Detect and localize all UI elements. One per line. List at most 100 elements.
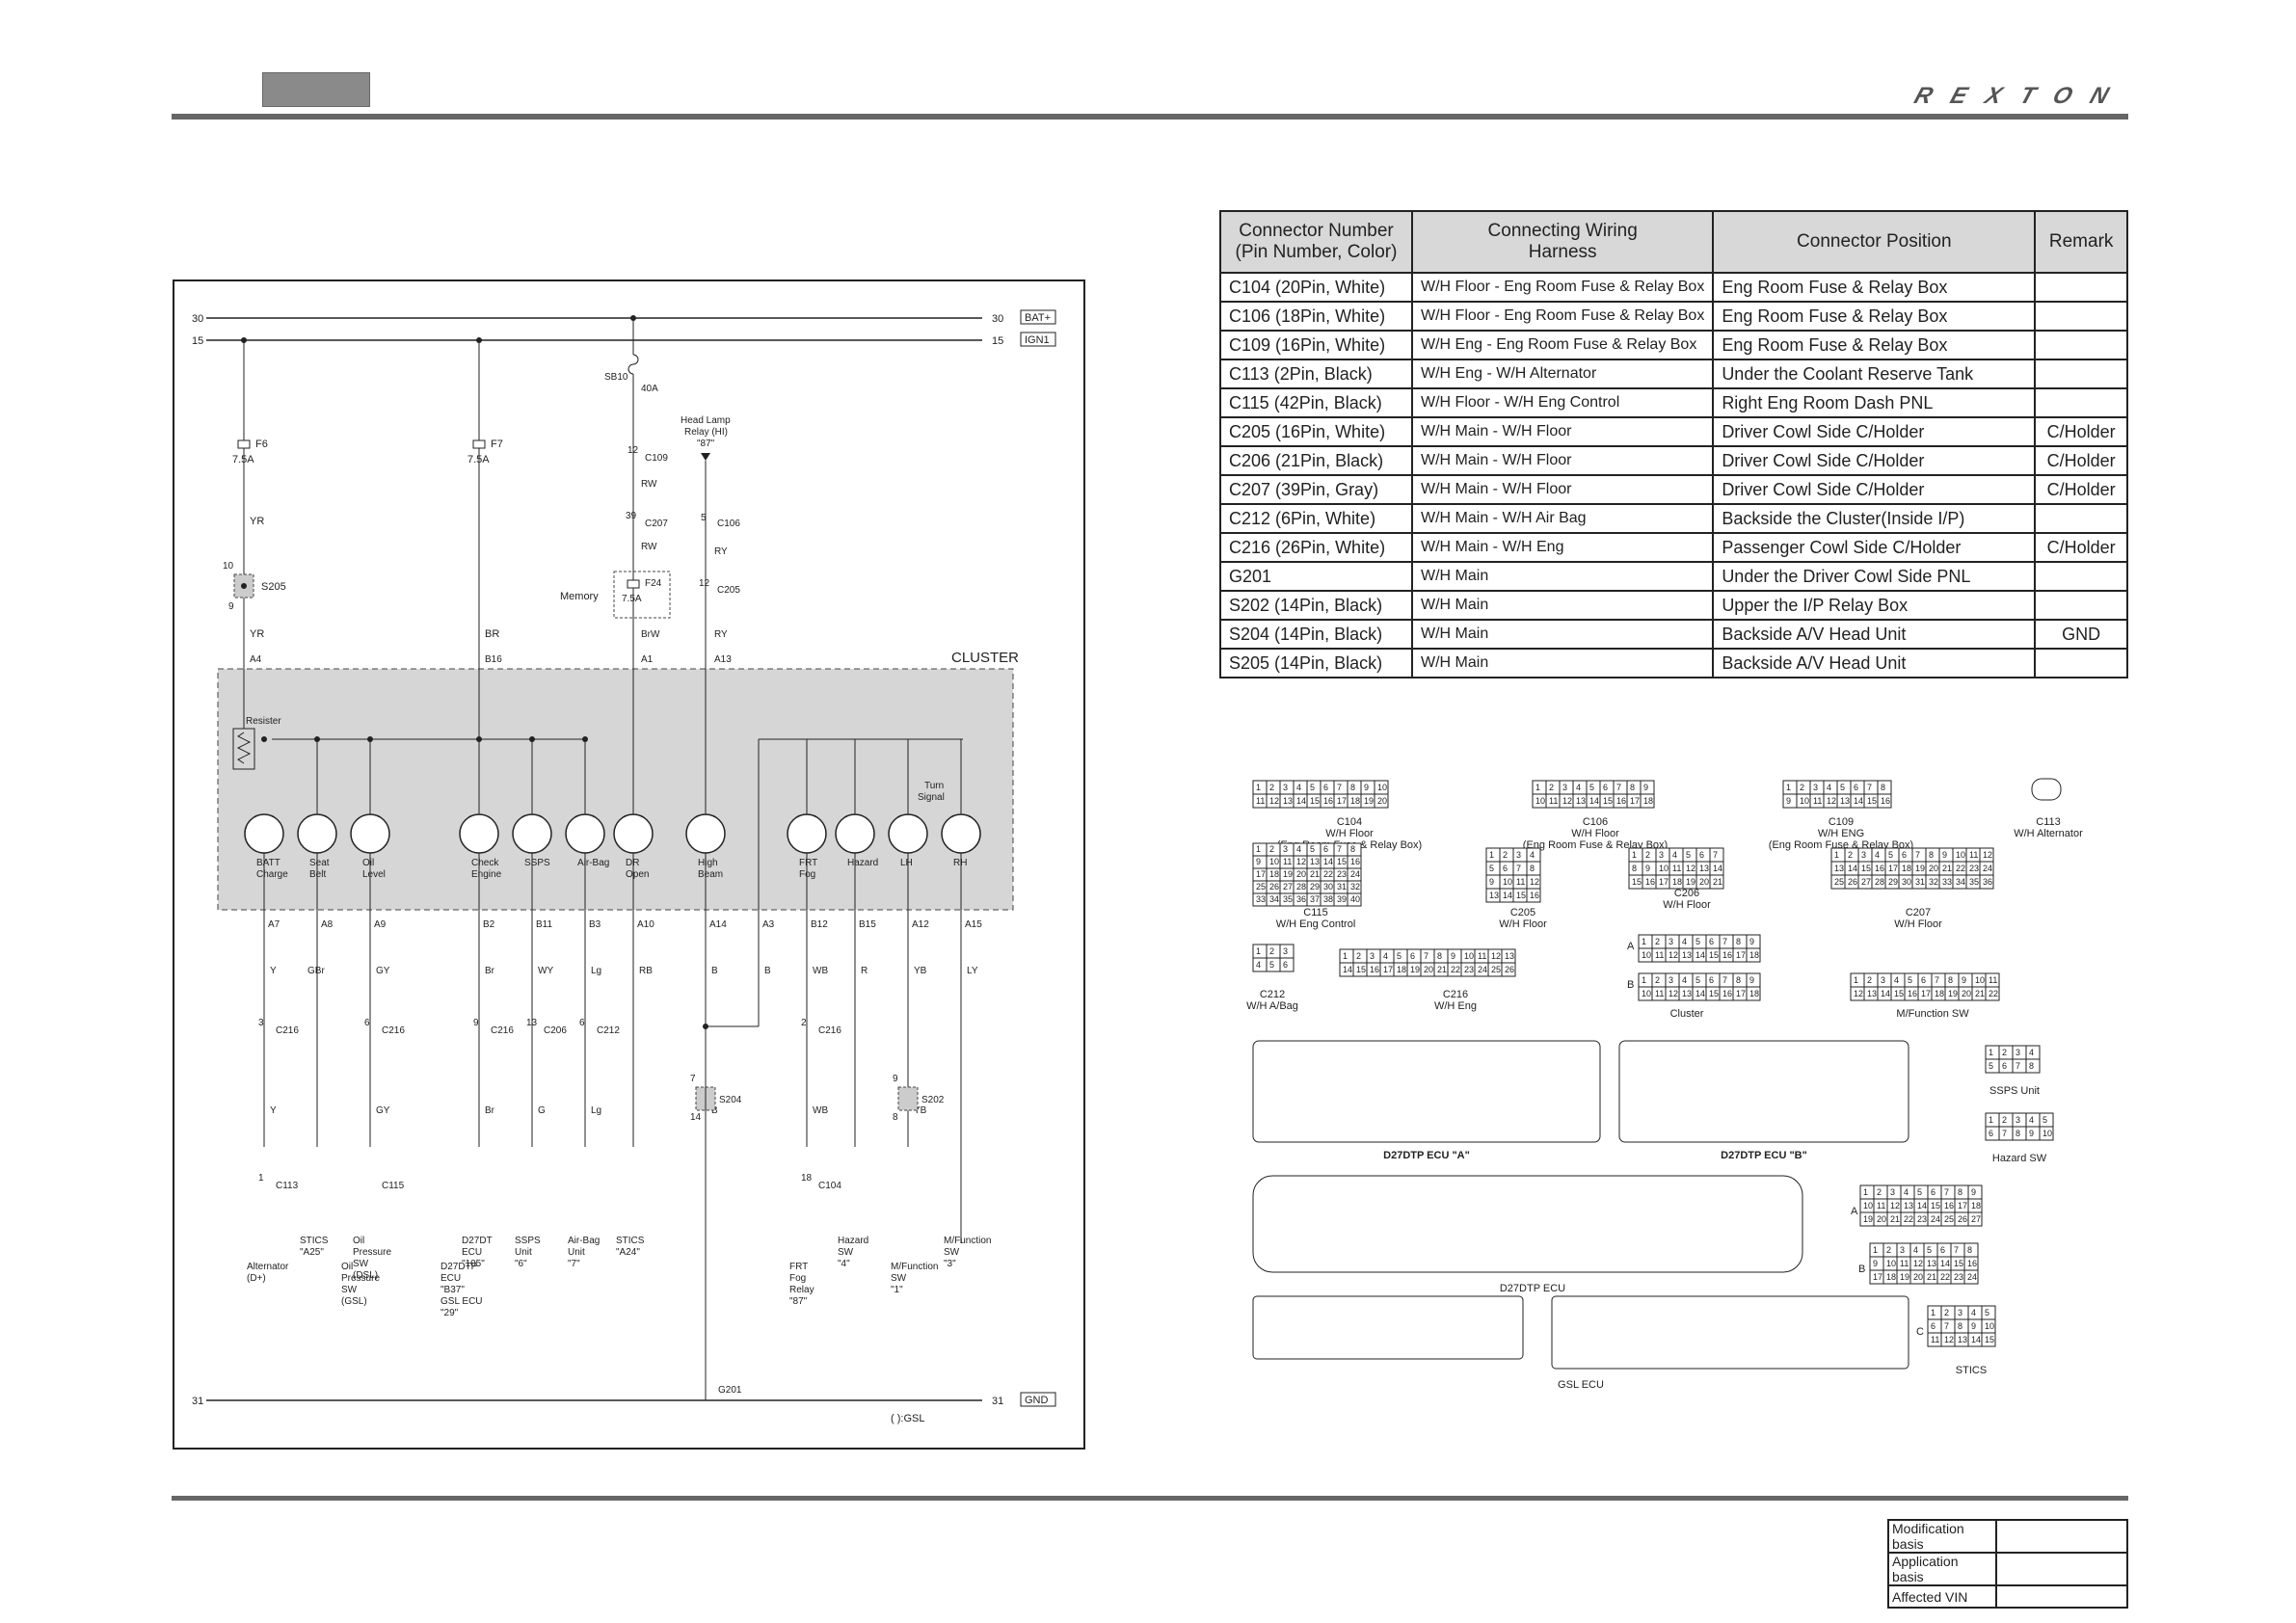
svg-text:1: 1	[1863, 1187, 1868, 1197]
svg-text:2: 2	[1503, 850, 1508, 860]
svg-text:C109: C109	[645, 453, 668, 464]
svg-text:20: 20	[1877, 1214, 1886, 1224]
svg-text:RW: RW	[641, 479, 657, 490]
table-cell: Backside A/V Head Unit	[1712, 619, 2037, 650]
svg-text:13: 13	[1834, 864, 1844, 873]
svg-text:40A: 40A	[641, 384, 658, 394]
connector-ecu-a	[1252, 1040, 1601, 1143]
svg-text:19: 19	[1410, 965, 1420, 974]
svg-text:W/H Alternator: W/H Alternator	[2014, 828, 2083, 839]
svg-text:RY: RY	[714, 546, 728, 557]
svg-text:13: 13	[1283, 796, 1293, 806]
fuse-f7-amps: 7.5A	[467, 454, 490, 466]
svg-text:26: 26	[1848, 877, 1857, 887]
svg-text:C207: C207	[1906, 907, 1931, 918]
svg-text:6: 6	[579, 1018, 585, 1028]
svg-text:18: 18	[1749, 950, 1759, 960]
table-cell: W/H Main - W/H Floor	[1410, 474, 1715, 505]
svg-text:14: 14	[1848, 864, 1857, 873]
svg-text:21: 21	[1890, 1214, 1900, 1224]
svg-text:33: 33	[1942, 877, 1952, 887]
bat-label: BAT+	[1025, 312, 1051, 324]
svg-text:2: 2	[1549, 783, 1554, 792]
svg-text:13: 13	[1576, 796, 1586, 806]
svg-text:C113: C113	[276, 1181, 299, 1191]
svg-text:39: 39	[1337, 894, 1347, 904]
svg-text:7: 7	[1935, 975, 1939, 985]
svg-text:12: 12	[699, 578, 710, 589]
svg-text:9: 9	[1971, 1321, 1976, 1331]
svg-text:7: 7	[1867, 783, 1872, 792]
svg-text:12: 12	[1827, 796, 1836, 806]
cluster-title: CLUSTER	[951, 650, 1019, 666]
svg-text:14: 14	[1854, 796, 1863, 806]
destination-label: D27DT	[462, 1236, 493, 1246]
svg-text:18: 18	[1886, 1272, 1896, 1282]
svg-text:6: 6	[1940, 1245, 1945, 1255]
table-cell: C216 (26Pin, White)	[1219, 532, 1413, 563]
indicator-label: Level	[362, 869, 386, 880]
svg-text:C113: C113	[2036, 816, 2060, 828]
svg-text:C205: C205	[1510, 907, 1535, 918]
svg-text:14: 14	[1713, 864, 1722, 873]
svg-text:31: 31	[1337, 882, 1347, 891]
svg-text:16: 16	[1944, 1201, 1954, 1211]
rail-31-right: 31	[992, 1396, 1003, 1407]
rail-30-right: 30	[992, 313, 1003, 325]
table-cell: Eng Room Fuse & Relay Box	[1712, 272, 2037, 303]
table-cell: Driver Cowl Side C/Holder	[1712, 474, 2037, 505]
svg-text:29: 29	[1310, 882, 1320, 891]
indicator-icon-5	[565, 813, 605, 854]
svg-text:G201: G201	[718, 1385, 742, 1396]
svg-text:14: 14	[1323, 857, 1333, 866]
svg-text:13: 13	[1927, 1259, 1936, 1268]
svg-text:SSPS Unit: SSPS Unit	[1989, 1085, 2040, 1097]
wire-label: Lg	[591, 966, 601, 976]
table-cell: Under the Coolant Reserve Tank	[1712, 359, 2037, 389]
svg-text:18: 18	[1672, 877, 1682, 887]
connector-ecu-b	[1618, 1040, 1909, 1143]
destination-label: Unit	[568, 1247, 585, 1258]
svg-text:11: 11	[1900, 1259, 1909, 1268]
svg-text:40: 40	[1350, 894, 1360, 904]
svg-text:2: 2	[1655, 975, 1660, 985]
svg-text:12: 12	[1686, 864, 1695, 873]
svg-text:7: 7	[1954, 1245, 1959, 1255]
svg-text:11: 11	[1283, 857, 1292, 866]
svg-text:15: 15	[1867, 796, 1877, 806]
svg-text:11: 11	[1931, 1335, 1939, 1344]
svg-text:6: 6	[1323, 844, 1328, 854]
fuse-sb10: SB10	[604, 372, 628, 383]
wire-label: B	[711, 966, 718, 976]
svg-text:30: 30	[1902, 877, 1911, 887]
svg-text:1: 1	[1535, 783, 1540, 792]
svg-text:12: 12	[1530, 877, 1539, 887]
svg-text:C106: C106	[717, 519, 740, 529]
rail-30-left: 30	[192, 313, 203, 325]
svg-text:4: 4	[1576, 783, 1581, 792]
svg-text:11: 11	[1969, 850, 1978, 860]
table-cell: C109 (16Pin, White)	[1219, 330, 1413, 360]
fuse-f6-amps: 7.5A	[232, 454, 254, 466]
indicator-label: High	[698, 858, 718, 868]
svg-text:5: 5	[1397, 951, 1402, 961]
svg-text:38: 38	[1323, 894, 1333, 904]
svg-text:A: A	[1627, 941, 1635, 952]
wire-label: WB	[813, 1105, 828, 1116]
svg-text:1: 1	[1989, 1048, 1993, 1057]
svg-text:6: 6	[1410, 951, 1415, 961]
destination-label: ECU	[462, 1247, 482, 1258]
svg-text:9: 9	[473, 1018, 479, 1028]
svg-text:25: 25	[1491, 965, 1501, 974]
svg-text:8: 8	[893, 1112, 898, 1123]
table-row: C106 (18Pin, White)W/H Floor - Eng Room …	[1219, 301, 2128, 332]
svg-text:1: 1	[1786, 783, 1791, 792]
destination-label: "6"	[515, 1259, 527, 1269]
wire-label: GBr	[307, 966, 325, 976]
svg-text:8: 8	[2016, 1129, 2020, 1138]
svg-text:BR: BR	[485, 628, 499, 640]
